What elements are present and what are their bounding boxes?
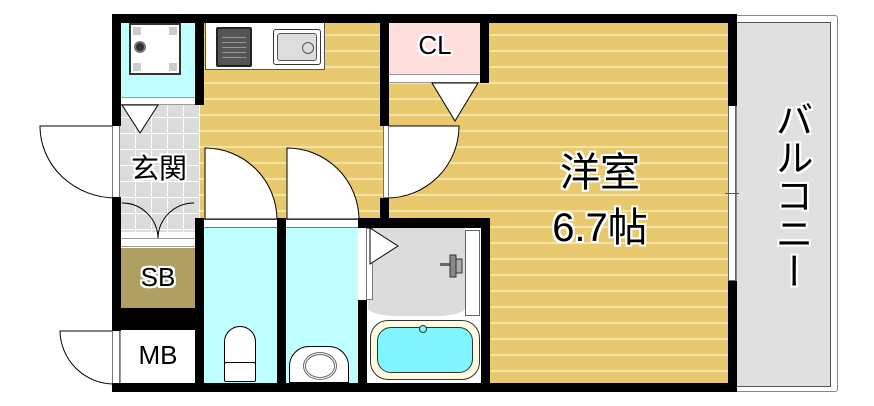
- room-door-swing[interactable]: [385, 125, 465, 200]
- wall-bath-top: [358, 218, 490, 228]
- meter-box-label: MB: [138, 340, 178, 370]
- washroom-door-swing[interactable]: [286, 146, 362, 220]
- wall-bath-right: [481, 218, 490, 392]
- kitchen-sink-icon: [273, 29, 321, 65]
- wall-right: [728, 14, 737, 106]
- entrance-floor: [120, 102, 200, 232]
- entrance-label: 玄関: [130, 153, 187, 184]
- wall-kitchen-room-lower: [380, 198, 389, 222]
- wall-top: [112, 14, 737, 23]
- wall-left-upper: [112, 14, 121, 126]
- wall-wash-bath: [358, 300, 367, 392]
- wall-washer: [195, 14, 204, 105]
- wall-entrance-right: [195, 218, 204, 392]
- bathtub-icon: [370, 320, 480, 380]
- entrance-door-swing[interactable]: [38, 125, 117, 199]
- western-room-size: 6.7帖: [552, 206, 648, 250]
- closet: [388, 22, 480, 75]
- washing-machine-icon: [129, 23, 181, 75]
- shoe-box: [120, 248, 195, 308]
- western-room-label: 洋室: [560, 151, 640, 195]
- shower-faucet-icon[interactable]: [440, 254, 470, 285]
- wall-closet: [480, 14, 489, 83]
- wall-toilet-wash: [277, 218, 286, 392]
- meter-box: [120, 330, 195, 385]
- meter-box-door-swing[interactable]: [58, 330, 115, 385]
- toilet-door-swing[interactable]: [204, 146, 280, 220]
- wall-bottom: [112, 383, 737, 392]
- gas-stove-icon: [216, 27, 252, 67]
- wall-sb-mb: [112, 308, 204, 330]
- closet-label: CL: [418, 30, 452, 60]
- wall-left-lower: [112, 384, 121, 392]
- wall-right-lower: [728, 281, 737, 392]
- door-triangle-icon: [431, 82, 479, 122]
- balcony-label: バルコニー: [769, 100, 811, 290]
- shoebox-door-swing[interactable]: [120, 200, 196, 240]
- washbasin-icon: [289, 346, 349, 383]
- bathroom-door-triangle-icon: [369, 227, 399, 265]
- door-triangle-icon: [121, 104, 159, 134]
- toilet-icon: [224, 326, 256, 382]
- wall-left-mid: [112, 197, 121, 331]
- wall-kitchen-room: [380, 14, 389, 126]
- balcony: [736, 15, 838, 392]
- shoe-box-label: SB: [140, 262, 176, 292]
